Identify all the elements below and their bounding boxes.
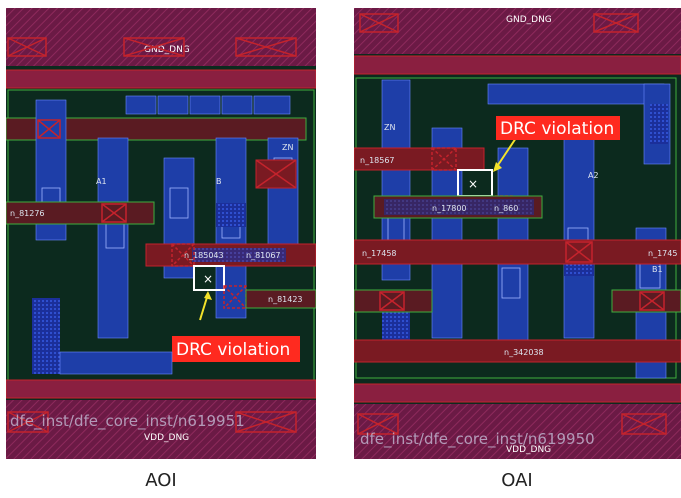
- m1-top-segments: [125, 95, 291, 115]
- metal-row-upper: [6, 117, 307, 141]
- gnd-rail-region: [6, 8, 316, 66]
- drc-violation-cross-oai: ×: [468, 177, 478, 191]
- vdd-rail-region: [6, 400, 316, 459]
- caption-oai: OAI: [501, 470, 533, 491]
- m1-bottom-left: [32, 298, 60, 374]
- layout-view-oai: GND_DNG n_18567 ZN: [354, 8, 681, 459]
- pin-label-b1: B1: [652, 265, 663, 274]
- net-label-n18567: n_18567: [360, 156, 395, 165]
- net-label-n81423: n_81423: [268, 295, 303, 304]
- metal-row-n342038: [354, 339, 681, 363]
- cell-boundary-oai: [355, 77, 677, 379]
- drc-label-bg-oai: [496, 116, 620, 140]
- drc-label-bg-aoi: [172, 336, 300, 362]
- gnd-rail-label: GND_DNG: [144, 45, 190, 55]
- net-label-n342038: n_342038: [504, 348, 544, 357]
- m1-bottom-bar: [59, 351, 173, 375]
- top-via-markers: [7, 37, 297, 57]
- drc-violation-box-aoi[interactable]: [193, 265, 225, 291]
- vdd-rail-oai: [354, 383, 681, 403]
- pin-label-a2: A2: [588, 171, 599, 180]
- pin-label-b: B: [216, 177, 222, 186]
- instance-label-oai: dfe_inst/dfe_core_inst/n619950: [360, 430, 595, 449]
- pin-label-a1: A1: [96, 177, 107, 186]
- net-label-n1745: n_1745: [648, 249, 677, 258]
- m1-top-bar-oai: [487, 83, 665, 105]
- drc-arrow-oai: [495, 137, 517, 169]
- aoi-layout-canvas: GND_DNG: [6, 8, 316, 459]
- instance-label-aoi: dfe_inst/dfe_core_inst/n619951: [10, 412, 245, 431]
- net-label-n81067: n_81067: [246, 251, 281, 260]
- gnd-rail-region-oai: [354, 8, 681, 54]
- drc-label-aoi: DRC violation: [176, 340, 290, 360]
- net-label-n17800: n_17800: [432, 204, 467, 213]
- caption-aoi: AOI: [145, 470, 177, 491]
- oai-layout-canvas: GND_DNG n_18567 ZN: [354, 8, 681, 459]
- gnd-rail-oai: [354, 55, 681, 75]
- pin-label-zn: ZN: [282, 143, 293, 152]
- gnd-rail-label-oai: GND_DNG: [506, 15, 552, 25]
- via-marker-row1: [37, 119, 61, 139]
- net-label-n81276: n_81276: [10, 209, 45, 218]
- net-label-n860: n_860: [494, 204, 518, 213]
- metal-row-n81423: [245, 289, 316, 309]
- vdd-rail-label-oai: VDD_DNG: [506, 445, 551, 455]
- metal-row-n17458: [354, 239, 681, 265]
- pin-label-zn-oai: ZN: [384, 123, 395, 132]
- via-array-b: [216, 203, 246, 227]
- drc-violation-cross: ×: [203, 272, 213, 286]
- net-label-n17458: n_17458: [362, 249, 397, 258]
- gnd-rail: [6, 69, 316, 89]
- drc-label-oai: DRC violation: [500, 119, 614, 139]
- layout-view-aoi: GND_DNG: [6, 8, 316, 459]
- vdd-rail: [6, 379, 316, 399]
- metal-row-n81276: [6, 201, 155, 225]
- metal-row-n18567: [354, 147, 485, 171]
- vdd-rail-label-aoi: VDD_DNG: [144, 433, 189, 443]
- bottom-via-markers: [7, 411, 297, 433]
- net-label-n185043: n_185043: [184, 251, 224, 260]
